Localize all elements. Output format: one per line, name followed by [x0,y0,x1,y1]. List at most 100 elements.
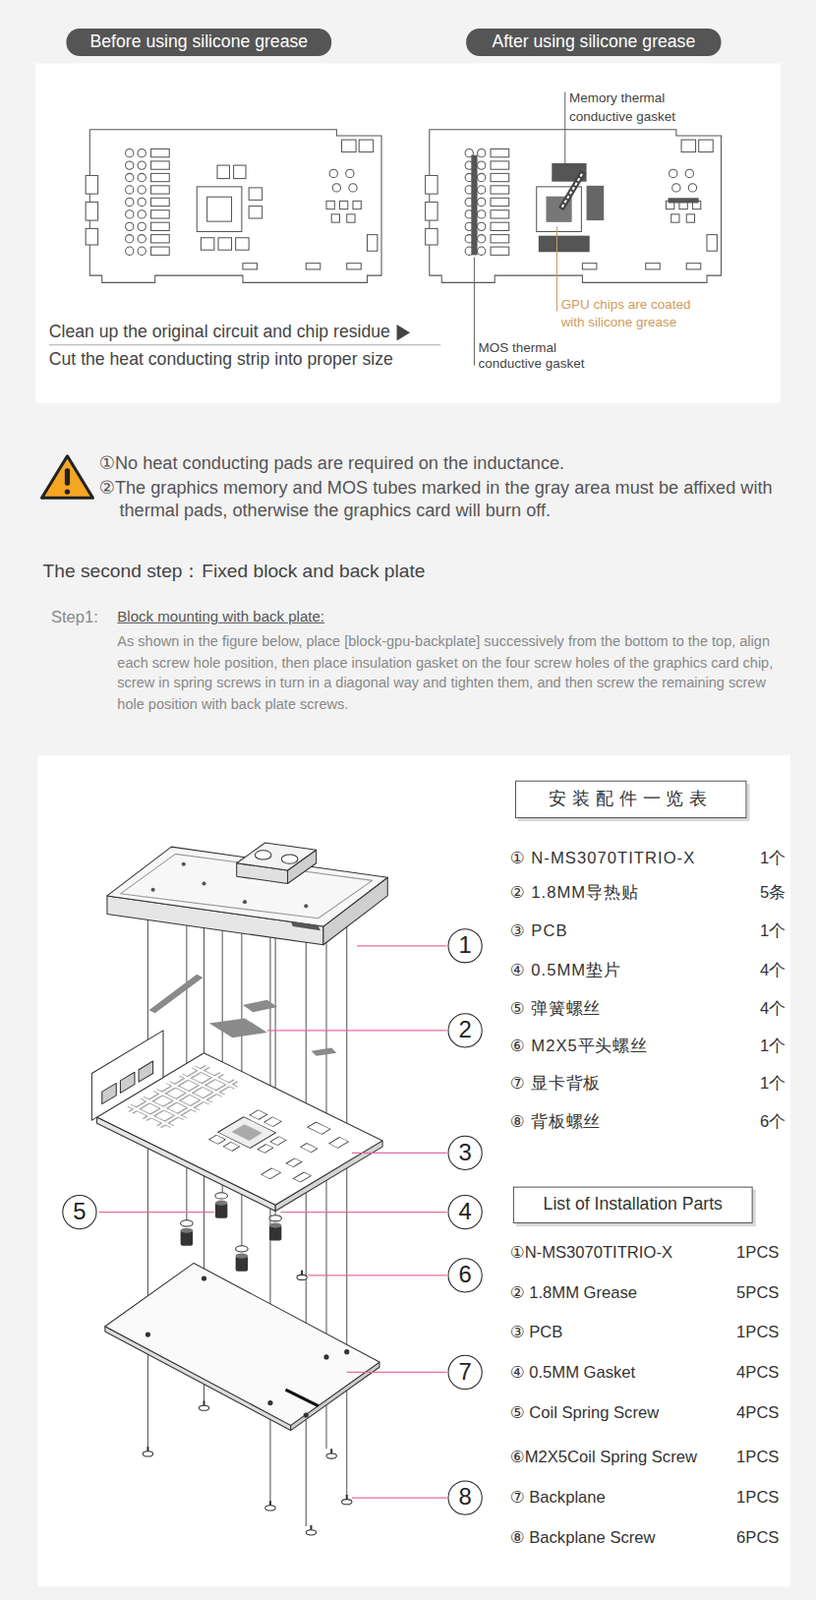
illustration-shape [151,887,156,892]
callout-number: 2 [447,1012,482,1048]
illustration-shape [145,1331,151,1337]
illustration-shape [209,1134,227,1144]
illustration-shape [201,880,206,885]
illustration-shape [269,1215,282,1241]
part-name: ⑤ 弹簧螺丝 [510,998,601,1019]
illustration-shape [85,129,382,284]
illustration-shape [97,1052,384,1206]
heading-pill: After using silicone grease [466,28,721,57]
part-quantity: 1个 [759,847,786,868]
illustration-shape [270,1136,287,1146]
illustration-shape [242,899,247,904]
illustration-shape [323,1353,329,1359]
illustration-shape [310,1048,337,1056]
heading-text: 安装配件一览表 [548,789,713,809]
callout-digit: 7 [458,1358,471,1385]
illustration-shape [105,1262,380,1425]
part-name: ④ 0.5MM垫片 [510,959,622,980]
illustration-shape [562,173,583,207]
illustration-shape [35,62,780,403]
warning-note: ②The graphics memory and MOS tubes marke… [99,476,778,523]
callout-number: 8 [447,1479,482,1515]
illustration-shape [91,1030,164,1120]
illustration-shape [351,1496,447,1498]
illustration-shape [286,1158,302,1167]
illustration-shape [346,907,348,1496]
heading-text: Before using silicone grease [90,32,309,52]
illustration-shape [64,467,70,486]
annotation: Memory thermal conductive gasket [569,87,698,126]
illustration-shape [286,1389,319,1406]
callout-number: 5 [61,1194,97,1229]
part-quantity: 4个 [759,959,786,980]
illustration-shape [303,903,308,908]
part-name: ⑧ Backplane Screw [510,1526,656,1547]
leader-lines [99,945,448,1498]
part-quantity: 5PCS [736,1282,779,1302]
part-name: ⑥M2X5Coil Spring Screw [510,1446,698,1466]
illustration-shape [326,1448,337,1458]
part-quantity: 1PCS [736,1242,779,1263]
illustration-shape [180,1220,193,1246]
part-name: ③ PCB [510,921,569,941]
illustration-shape [147,913,149,1450]
section-heading: The second step：Fixed block and back pla… [43,560,426,583]
warning-note: ①No heat conducting pads are required on… [99,453,566,475]
illustration-shape [425,129,722,284]
callout-number: 6 [447,1257,482,1292]
illustration-shape [305,928,307,1526]
illustration-shape [249,1109,268,1120]
part-quantity: 1PCS [736,1322,779,1342]
callout-digit: 5 [72,1198,86,1224]
illustration-shape [209,1017,268,1038]
heading-text: List of Installation Parts [543,1195,723,1215]
part-quantity: 5条 [759,881,786,902]
illustration-shape [281,854,298,864]
part-quantity: 1个 [759,1035,786,1055]
table-header: 安装配件一览表 [515,780,748,818]
illustration-shape [138,1060,154,1082]
part-name: ①N-MS3070TITRIO-X [510,1242,673,1263]
callout-number: 1 [447,928,482,963]
part-quantity: 4PCS [736,1361,779,1382]
part-quantity: 1PCS [736,1446,779,1466]
heading-text: After using silicone grease [491,32,696,52]
part-quantity: 1个 [759,921,786,941]
callout-digit: 4 [458,1198,471,1224]
part-quantity: 1个 [759,1072,786,1093]
illustration-shape [257,1144,274,1154]
part-name: ⑥ M2X5平头螺丝 [510,1035,648,1055]
part-quantity: 4个 [759,998,786,1019]
callout-number: 3 [447,1135,482,1170]
illustration-shape [254,850,272,860]
instruction: Clean up the original circuit and chip r… [49,322,391,344]
instruction: Cut the heat conducting strip into prope… [49,349,394,371]
part-name: ④ 0.5MM Gasket [510,1361,636,1382]
illustration-shape [231,1123,262,1141]
annotation: GPU chips are coated with silicone greas… [561,295,709,331]
illustration-shape [267,1399,273,1405]
illustration-shape [351,1152,447,1154]
step-label: Step1: [51,606,99,627]
illustration-shape [329,1136,350,1148]
part-name: ② 1.8MM Grease [510,1282,638,1302]
callout-digit: 3 [458,1139,471,1166]
illustration-shape [267,1029,448,1031]
illustration-shape [305,1524,316,1535]
illustration-shape [64,488,70,494]
part-quantity: 4PCS [736,1402,779,1423]
part-name: ⑧ 背板螺丝 [510,1111,601,1132]
illustration-shape [148,974,203,1013]
illustration-shape [564,91,566,164]
illustration-shape [303,1411,309,1417]
illustration-shape [344,1348,350,1354]
illustration-shape [242,999,278,1012]
illustration-shape [300,1143,318,1153]
illustration-shape [291,921,321,931]
illustration-shape [296,1270,307,1281]
callout-number: 7 [447,1354,482,1390]
illustration-shape [198,1399,209,1410]
illustration-shape [102,1082,117,1104]
illustration-shape [261,1167,282,1179]
part-name: ⑦ 显卡背板 [510,1072,601,1093]
